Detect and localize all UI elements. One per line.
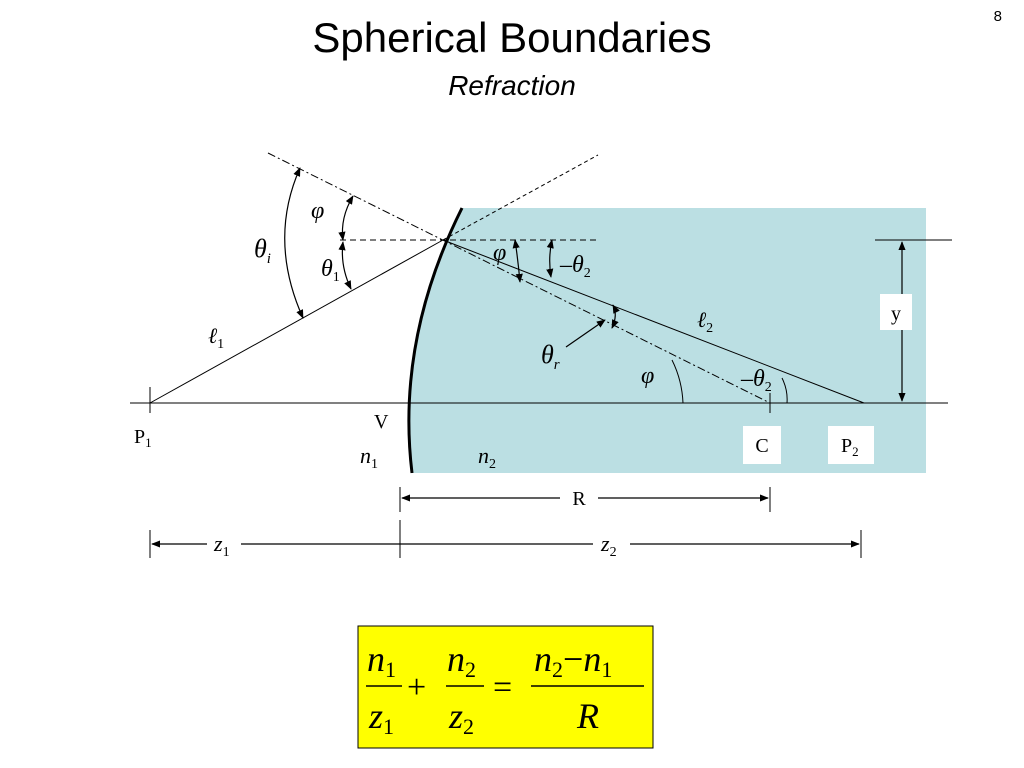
phi-arc-right [512, 239, 523, 283]
phi-label-left: φ [311, 198, 324, 224]
medium-n2-region [408, 208, 926, 473]
p1-label: P1 [134, 426, 152, 450]
formula-plus: + [407, 669, 426, 706]
surface-normal-line [267, 152, 771, 404]
theta-i-label: θi [254, 234, 271, 267]
formula-equals: = [493, 669, 512, 706]
slide-number: 8 [993, 8, 1002, 25]
theta1-label: θ1 [321, 256, 340, 285]
formula-background [357, 625, 654, 749]
theta-r-pointer [565, 319, 606, 348]
theta-r-arc [611, 304, 620, 329]
l2-label: ℓ2 [697, 307, 713, 336]
formula-r: R [576, 696, 599, 736]
formula-z1: z1 [368, 696, 394, 739]
z1-label: z1 [213, 531, 230, 560]
page-subtitle: Refraction [448, 70, 576, 101]
formula-n2: n2 [447, 639, 476, 682]
c-label-box [743, 426, 781, 464]
formula-z2: z2 [448, 696, 474, 739]
theta1-arc [338, 241, 352, 290]
formula-n1: n1 [367, 639, 396, 682]
theta-i-arc [284, 167, 304, 319]
c-label: C [755, 435, 768, 457]
incident-ray [149, 239, 444, 404]
y-label: y [891, 303, 901, 325]
phi-arc-axis [671, 359, 684, 404]
formula-box: n1 z1 + n2 z2 = n2−n1 R [357, 625, 654, 749]
phi-label-right: φ [493, 240, 506, 266]
formula-numerator: n2−n1 [534, 639, 612, 682]
incident-ray-extension [442, 154, 599, 241]
minus-theta2-label-axis: –θ2 [740, 366, 772, 395]
n1-label: n1 [360, 443, 378, 472]
theta2-arc-top [546, 239, 554, 278]
p2-label: P2 [841, 435, 859, 459]
z2-label: z2 [600, 531, 617, 560]
theta-r-label: θr [541, 340, 560, 373]
vertex-label: V [374, 411, 389, 433]
phi-arc-left [338, 195, 354, 241]
y-label-box [880, 294, 912, 330]
page-title: Spherical Boundaries [312, 14, 712, 61]
minus-theta2-label-top: –θ2 [559, 252, 591, 281]
l1-label: ℓ1 [208, 323, 224, 352]
p2-label-box [828, 426, 874, 464]
n2-label: n2 [478, 443, 496, 472]
theta2-arc-axis [781, 377, 788, 404]
r-label: R [572, 488, 586, 510]
phi-label-axis: φ [641, 363, 654, 389]
